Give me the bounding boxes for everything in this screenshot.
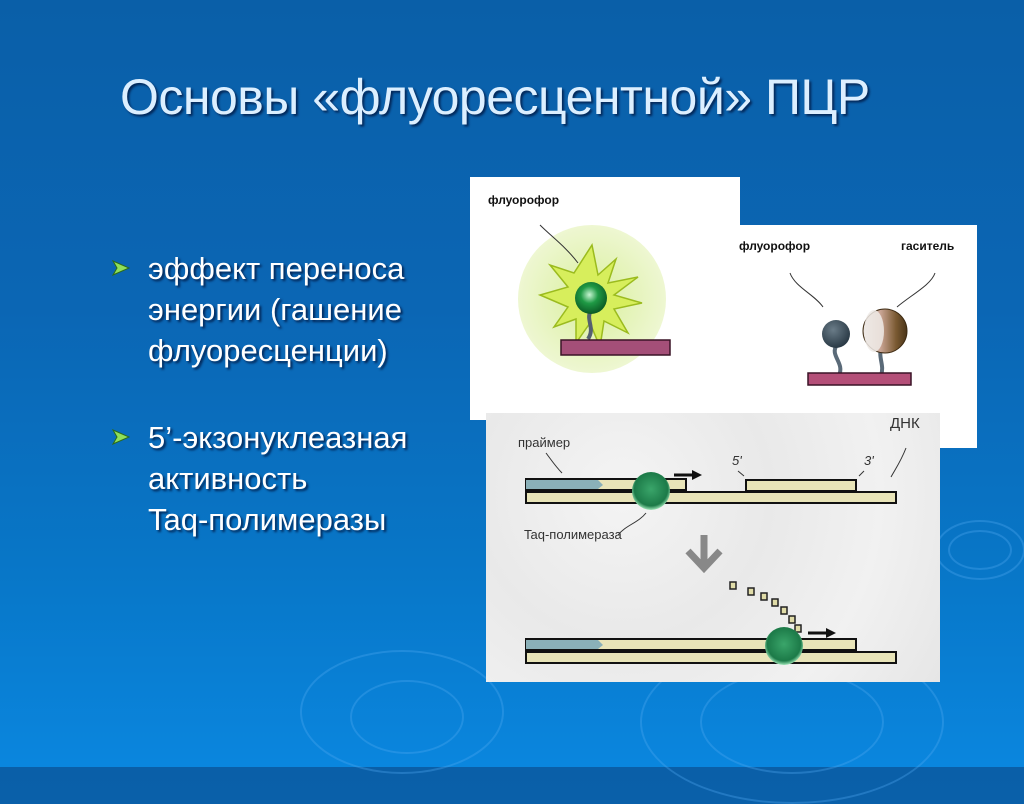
fluorophore-sphere — [575, 282, 607, 314]
taq-polymerase-blob — [632, 472, 670, 510]
label-dna: ДНК — [890, 415, 920, 432]
bullet-line: энергии (гашение — [148, 292, 402, 327]
pointer-line — [539, 224, 579, 264]
bullet-item: 5’-экзонуклеазная активность Taq-полимер… — [111, 417, 452, 540]
ripple-decoration — [935, 520, 1024, 580]
taq-polymerase-blob — [765, 627, 803, 665]
slide-title: Основы «флуоресцентной» ПЦР — [120, 69, 870, 125]
pointer-line — [896, 272, 936, 308]
pointer-line — [789, 272, 824, 308]
bullet-line: активность — [148, 461, 308, 496]
ripple-decoration — [350, 680, 464, 754]
probe-bar — [807, 372, 912, 386]
dna-strand — [525, 491, 897, 504]
probe-bar — [560, 339, 671, 356]
figure-fluorophore-emitting: флуорофор — [470, 177, 740, 420]
label-3-prime: 3' — [864, 453, 874, 468]
probe-strand — [745, 479, 857, 492]
bullet-list: эффект переноса энергии (гашение флуорес… — [111, 248, 452, 586]
fluorophore-sphere — [822, 320, 850, 348]
label-5-prime: 5' — [732, 453, 742, 468]
bullet-text: 5’-экзонуклеазная активность Taq-полимер… — [148, 417, 407, 540]
label-fluorophore: флуорофор — [739, 239, 811, 253]
label-taq-polymerase: Taq-полимераза — [524, 527, 622, 542]
label-primer: праймер — [518, 435, 571, 450]
bullet-line: 5’-экзонуклеазная — [148, 420, 408, 455]
label-quencher: гаситель — [901, 239, 955, 253]
green-arrow-bullet-icon — [111, 417, 148, 450]
green-arrow-bullet-icon — [111, 248, 148, 281]
bullet-line: Taq-полимеразы — [148, 502, 387, 537]
figure-taq-exonuclease: праймер ДНК 5' 3' Taq-полимераза — [486, 413, 940, 682]
direction-arrow-icon — [826, 628, 836, 638]
bullet-text: эффект переноса энергии (гашение флуорес… — [148, 248, 404, 371]
cleaved-nucleotides — [729, 581, 802, 633]
ripple-decoration — [700, 670, 884, 774]
dna-strand — [525, 651, 897, 664]
bullet-line: эффект переноса — [148, 251, 405, 286]
figure-quenched-probe: флуорофор гаситель — [735, 225, 977, 448]
direction-arrow-icon — [692, 470, 702, 480]
bullet-item: эффект переноса энергии (гашение флуорес… — [111, 248, 452, 371]
bullet-line: флуоресценции) — [148, 333, 388, 368]
label-fluorophore: флуорофор — [488, 193, 560, 207]
